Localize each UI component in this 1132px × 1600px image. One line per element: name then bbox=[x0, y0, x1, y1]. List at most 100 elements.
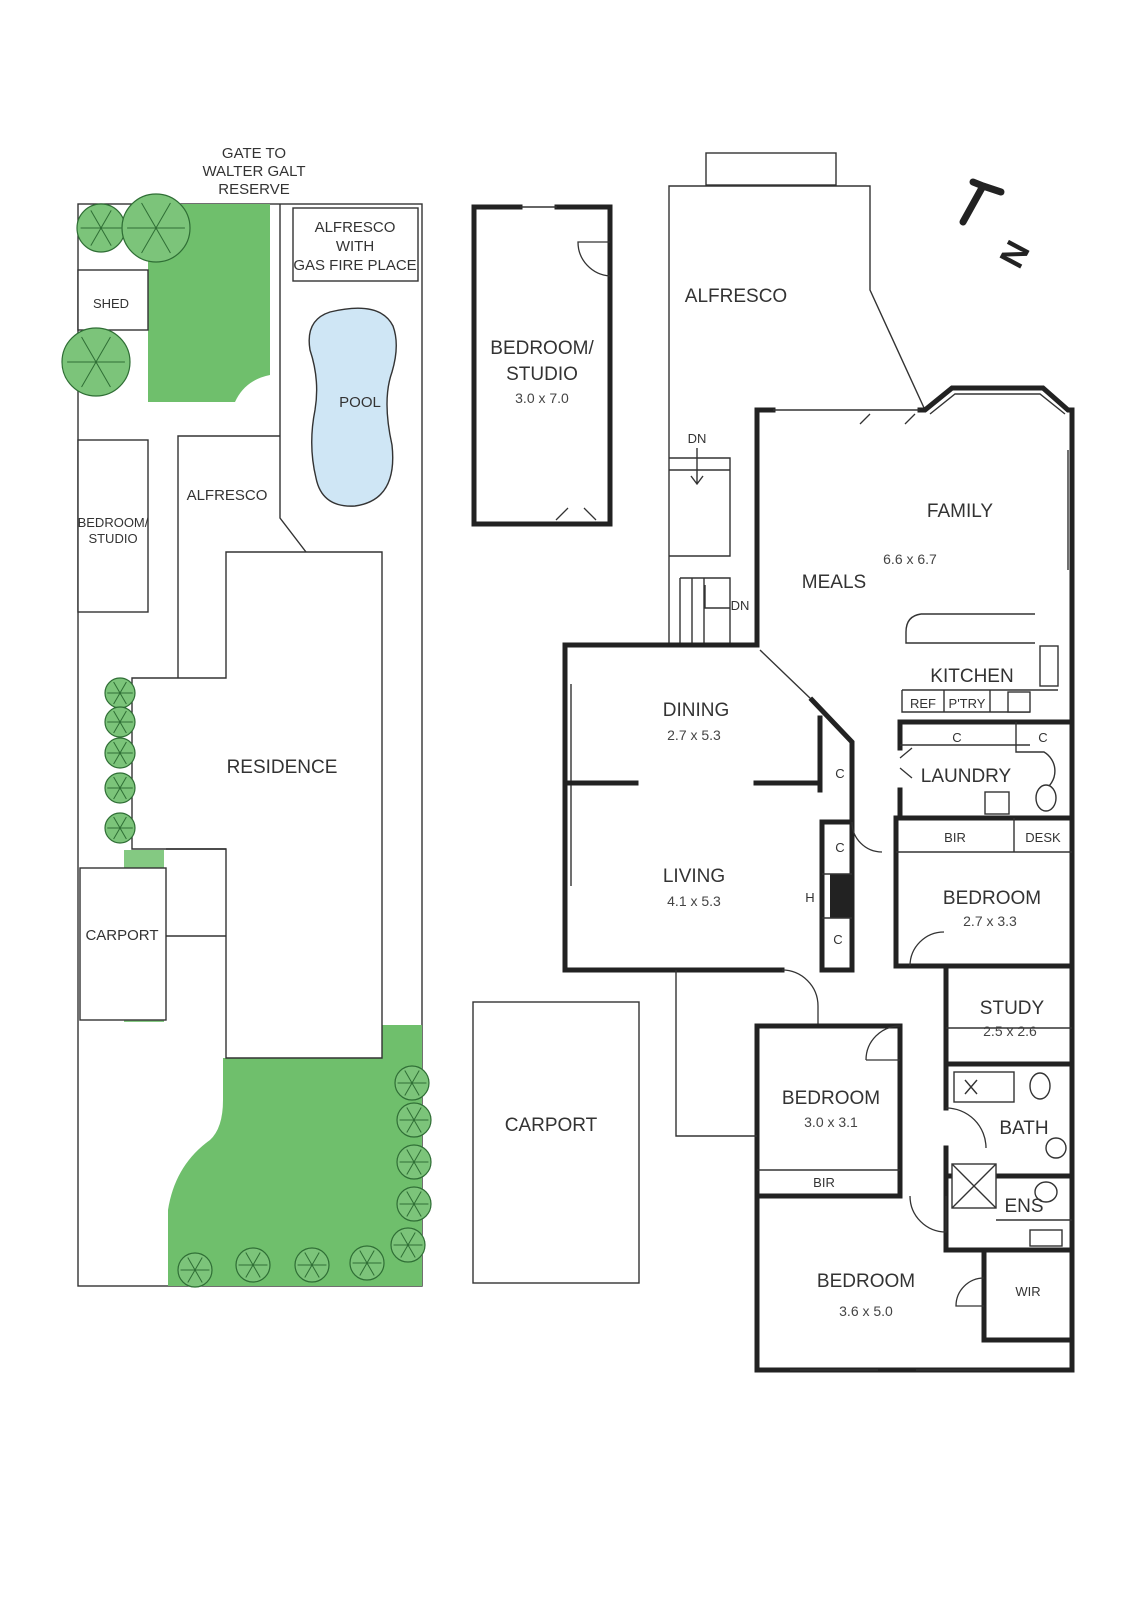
bedroom3-size: 3.0 x 3.1 bbox=[804, 1114, 858, 1130]
study-label: STUDY bbox=[980, 998, 1045, 1019]
lawn-bottom bbox=[168, 1025, 422, 1286]
bath-basin bbox=[1045, 1137, 1067, 1159]
tree-branch bbox=[155, 227, 171, 254]
site-bedroom-label-2: STUDIO bbox=[88, 531, 137, 546]
carport-label: CARPORT bbox=[505, 1115, 598, 1136]
sink bbox=[1007, 691, 1031, 713]
kitchen-label: KITCHEN bbox=[930, 666, 1013, 687]
carport-side bbox=[166, 848, 226, 937]
site-bedroom-label-1: BEDROOM/ bbox=[78, 515, 149, 530]
tree-branch bbox=[411, 1082, 420, 1096]
cooktop bbox=[1039, 645, 1059, 687]
laundry-toilet bbox=[1035, 784, 1057, 812]
bathtub-x bbox=[964, 1079, 978, 1095]
bedroom3-label: BEDROOM bbox=[782, 1088, 880, 1109]
tree-branch bbox=[95, 336, 111, 363]
studio-front-doors bbox=[555, 507, 597, 521]
bir-label-1: BIR bbox=[944, 830, 966, 845]
tree-branch bbox=[113, 721, 121, 734]
tree-branch bbox=[113, 741, 121, 754]
tree-branch bbox=[113, 787, 121, 800]
shower-x bbox=[951, 1163, 997, 1209]
bedroom1-door bbox=[909, 1195, 947, 1233]
tree-branch bbox=[194, 1257, 203, 1271]
tree-branch bbox=[113, 827, 121, 840]
ens-toilet bbox=[1034, 1181, 1058, 1203]
tree-branch bbox=[407, 1232, 416, 1246]
tree-branch bbox=[311, 1252, 320, 1266]
site-alfresco-label: ALFRESCO bbox=[187, 487, 268, 504]
tree-branch bbox=[304, 1252, 313, 1266]
tree-branch bbox=[81, 336, 97, 363]
dining-label: DINING bbox=[663, 700, 730, 721]
gate-label-1: GATE TO bbox=[222, 145, 286, 162]
family-size: 6.6 x 6.7 bbox=[883, 551, 937, 567]
tree-branch bbox=[119, 752, 127, 765]
kitchen-counter bbox=[901, 689, 1058, 713]
site-labels: GATE TO WALTER GALT RESERVE ALFRESCO WIT… bbox=[78, 145, 417, 944]
tree-branch bbox=[252, 1264, 261, 1278]
tree-branch bbox=[100, 210, 112, 229]
studio-label-1: BEDROOM/ bbox=[490, 338, 594, 359]
laundry-label: LAUNDRY bbox=[921, 766, 1012, 787]
pool-surround bbox=[279, 204, 307, 553]
site-bedroom-studio bbox=[77, 439, 149, 613]
c-label-3: C bbox=[833, 932, 842, 947]
bath-toilet bbox=[1029, 1072, 1051, 1100]
tree-branch bbox=[113, 816, 121, 829]
c-label-4: C bbox=[952, 730, 961, 745]
main-floor-plan bbox=[472, 152, 1075, 1373]
studio-size: 3.0 x 7.0 bbox=[515, 390, 569, 406]
tree-branch bbox=[366, 1250, 375, 1264]
alfresco-step bbox=[705, 152, 837, 186]
stairs bbox=[669, 457, 731, 645]
bir-label-2: BIR bbox=[813, 1175, 835, 1190]
tree-branch bbox=[359, 1262, 368, 1276]
tree-branch bbox=[413, 1203, 422, 1217]
tree-branch bbox=[304, 1264, 313, 1278]
laundry-c-box bbox=[1015, 722, 1056, 791]
living-label: LIVING bbox=[663, 866, 725, 887]
tree-branch bbox=[119, 827, 127, 840]
family-slider bbox=[859, 413, 916, 425]
tree-branch bbox=[406, 1149, 415, 1163]
tree-branch bbox=[406, 1161, 415, 1175]
hall-door bbox=[851, 821, 883, 853]
h-label: H bbox=[805, 890, 814, 905]
tree-branch bbox=[245, 1252, 254, 1266]
tree-branch bbox=[400, 1232, 409, 1246]
tree-branch bbox=[113, 681, 121, 694]
ens-label: ENS bbox=[1004, 1196, 1043, 1217]
pool-label: POOL bbox=[339, 394, 381, 411]
tree-branch bbox=[119, 816, 127, 829]
tree-branch bbox=[404, 1070, 413, 1084]
dn-label-1: DN bbox=[688, 431, 707, 446]
tree-branch bbox=[187, 1257, 196, 1271]
tree-branch bbox=[119, 681, 127, 694]
tree-branch bbox=[187, 1269, 196, 1283]
tree-branch bbox=[113, 692, 121, 705]
living-size: 4.1 x 5.3 bbox=[667, 893, 721, 909]
site-carport bbox=[79, 867, 167, 1021]
dining-angle bbox=[759, 649, 813, 701]
tree-branch bbox=[119, 710, 127, 723]
porch-outline bbox=[675, 970, 757, 1137]
living-door-arc bbox=[781, 969, 819, 1026]
tree-branch bbox=[155, 202, 171, 229]
north-label: N bbox=[993, 235, 1038, 275]
bedroom2-door bbox=[909, 931, 945, 967]
tree-branch bbox=[404, 1082, 413, 1096]
tree-branch bbox=[400, 1244, 409, 1258]
tree-branch bbox=[407, 1244, 416, 1258]
pantry-label: P'TRY bbox=[949, 696, 986, 711]
tree-branch bbox=[113, 710, 121, 723]
family-bay-window bbox=[929, 393, 1066, 415]
tree-branch bbox=[413, 1149, 422, 1163]
north-arrow-icon bbox=[959, 178, 1005, 226]
bathtub bbox=[953, 1071, 1015, 1103]
shed-label: SHED bbox=[93, 296, 129, 311]
pool bbox=[308, 307, 397, 507]
tree-branch bbox=[119, 741, 127, 754]
bedroom3-door bbox=[865, 1025, 901, 1061]
family-label: FAMILY bbox=[927, 501, 993, 522]
